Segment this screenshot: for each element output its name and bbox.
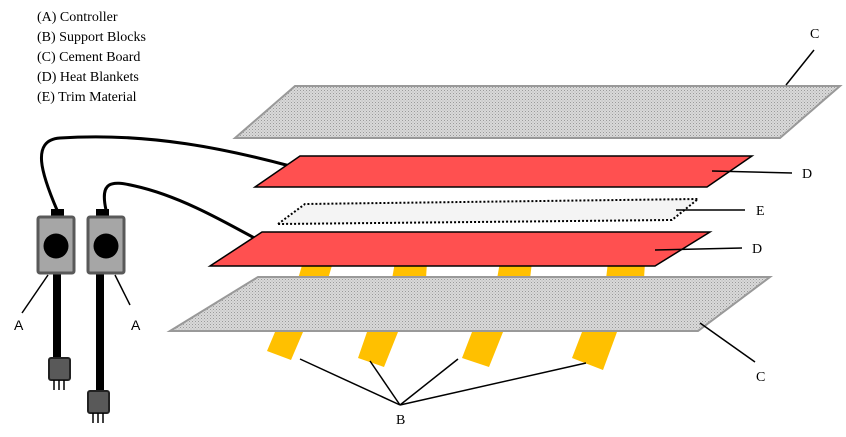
controller-button-right[interactable]	[93, 233, 119, 259]
support-block-3	[462, 332, 503, 367]
leader-c-top	[785, 49, 815, 86]
label-b: B	[396, 413, 405, 428]
legend-item-c: (C) Cement Board	[37, 50, 141, 65]
legend-item-d: (D) Heat Blankets	[37, 70, 139, 85]
label-c-top: C	[810, 27, 819, 42]
label-c-bottom: C	[756, 370, 765, 385]
cement-board-bottom	[166, 276, 773, 332]
support-block-1	[267, 332, 303, 360]
leader-d-bottom	[654, 247, 743, 251]
label-a-left: A	[14, 317, 24, 333]
leader-b	[299, 358, 587, 406]
cement-board-top	[232, 85, 843, 139]
legend: (A) Controller (B) Support Blocks (C) Ce…	[37, 8, 146, 108]
controller-button-left[interactable]	[43, 233, 69, 259]
leader-d-top	[711, 170, 793, 174]
leader-a-left	[21, 274, 49, 314]
plug-left	[48, 357, 71, 381]
legend-item-b: (B) Support Blocks	[37, 30, 146, 45]
leader-a-right	[114, 274, 131, 306]
trim-material	[274, 197, 701, 226]
support-block-2	[358, 332, 398, 367]
power-cord-left	[39, 135, 291, 211]
legend-item-e: (E) Trim Material	[37, 90, 137, 105]
power-cord-right	[102, 181, 259, 242]
support-block-4	[572, 332, 617, 370]
label-a-right: A	[131, 317, 141, 333]
plug-right	[87, 390, 110, 414]
controller-right	[86, 209, 126, 423]
label-e: E	[756, 204, 765, 219]
label-d-bottom: D	[752, 242, 762, 257]
controller-left	[36, 209, 76, 390]
heat-blanket-bottom	[207, 231, 713, 267]
label-d-top: D	[802, 167, 812, 182]
heat-blanket-top	[252, 155, 755, 188]
legend-item-a: (A) Controller	[37, 10, 118, 25]
leader-c-bottom	[699, 322, 756, 363]
